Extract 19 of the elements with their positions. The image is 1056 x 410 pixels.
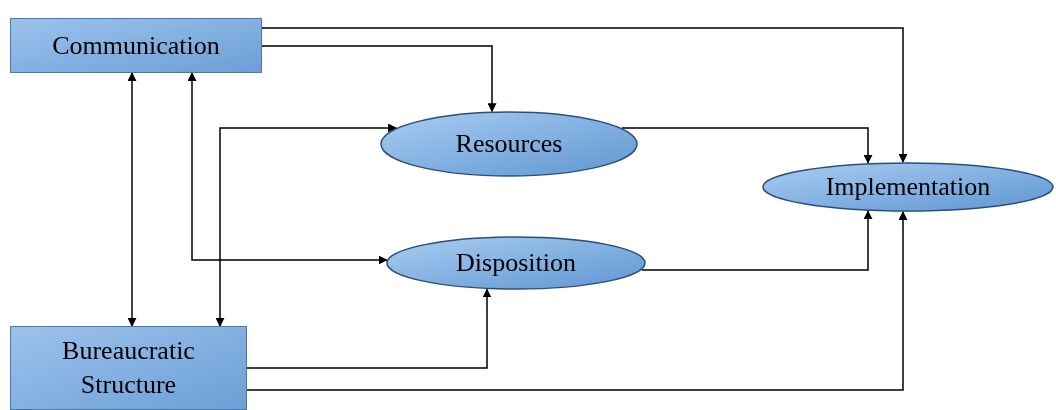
arrow bbox=[215, 123, 398, 327]
arrow bbox=[127, 72, 137, 327]
arrow bbox=[261, 27, 908, 163]
process-box bbox=[10, 326, 247, 410]
ellipse-node bbox=[380, 111, 638, 177]
node-label: Resources bbox=[454, 128, 564, 160]
arrow bbox=[261, 45, 497, 113]
node-label: Bureaucratic Structure bbox=[61, 335, 196, 401]
node-label: Disposition bbox=[455, 247, 577, 279]
node-label: Implementation bbox=[824, 171, 992, 203]
ellipse-node bbox=[762, 162, 1054, 212]
arrow bbox=[621, 127, 873, 164]
ellipse-node bbox=[386, 236, 646, 290]
arrow bbox=[246, 211, 908, 391]
process-box bbox=[10, 18, 262, 73]
arrow bbox=[246, 288, 492, 369]
node-label: Communication bbox=[51, 29, 221, 62]
arrow bbox=[640, 210, 873, 271]
arrow bbox=[187, 72, 388, 265]
